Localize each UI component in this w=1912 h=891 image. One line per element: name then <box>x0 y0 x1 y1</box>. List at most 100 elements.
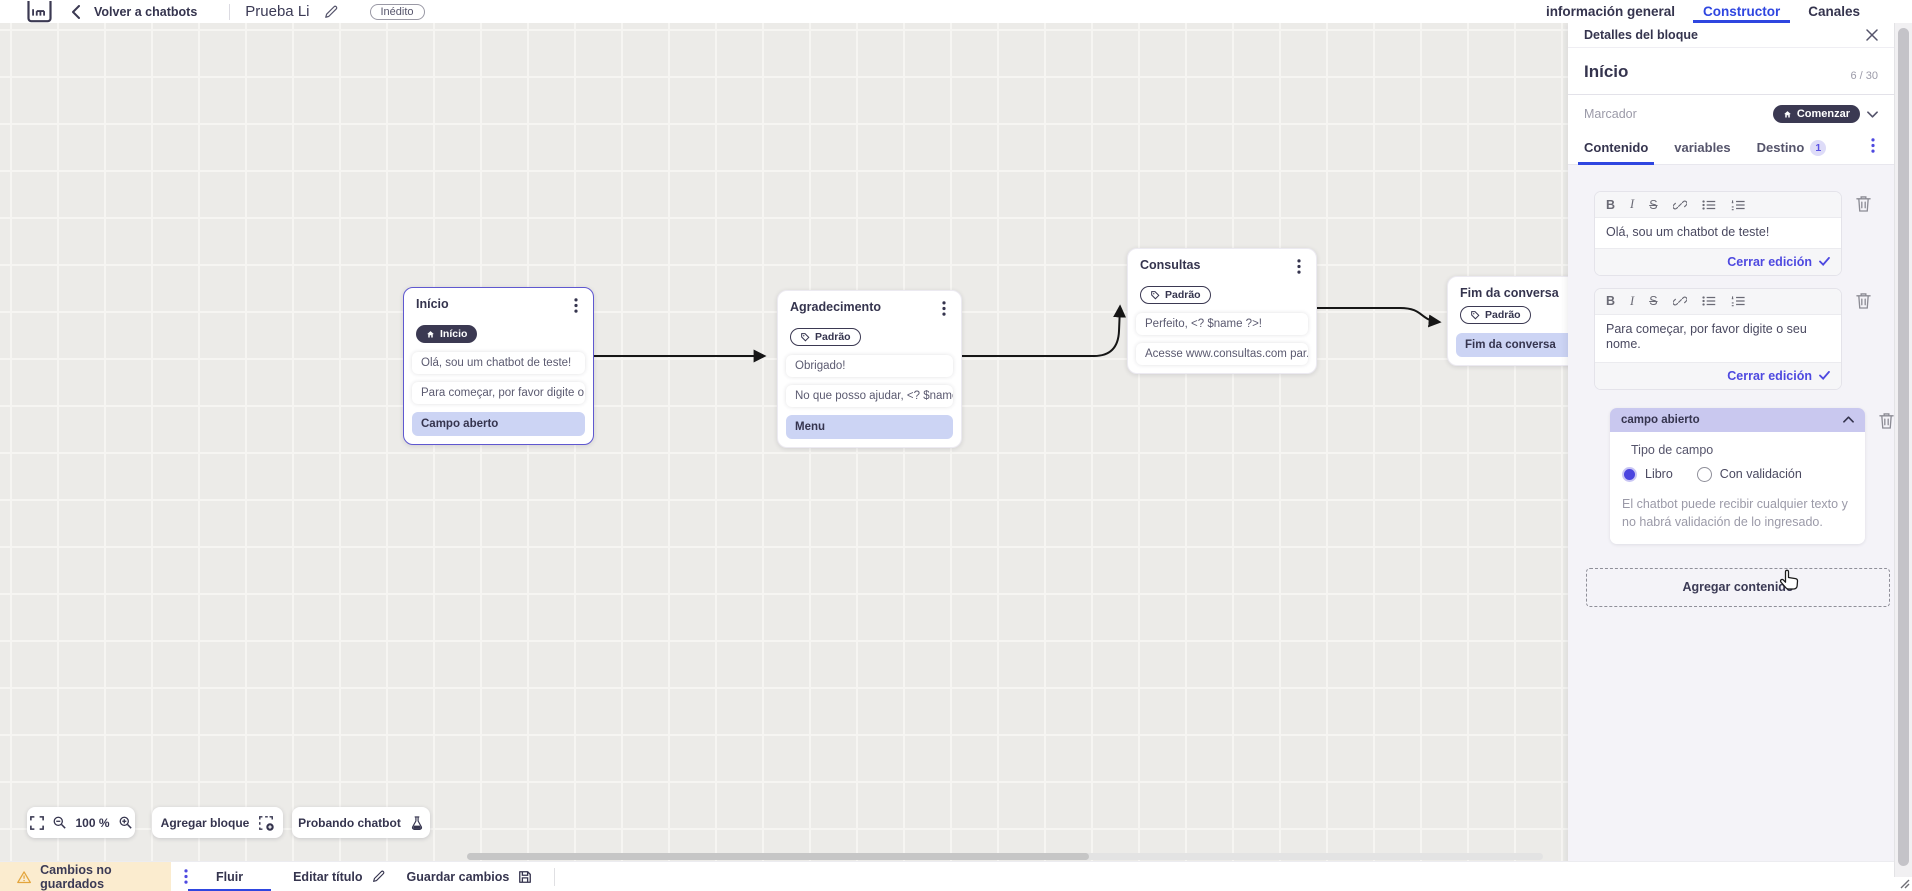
bullet-list-icon[interactable] <box>1701 295 1716 307</box>
save-icon <box>519 870 532 883</box>
app-logo-icon[interactable] <box>27 0 52 23</box>
node-row-message[interactable]: Acesse www.consultas.com par... <box>1136 343 1308 365</box>
bold-icon[interactable]: B <box>1606 197 1616 212</box>
tab-fluir[interactable]: Fluir <box>188 862 272 891</box>
close-icon[interactable] <box>1866 29 1878 41</box>
italic-icon[interactable]: I <box>1630 293 1635 308</box>
node-row-message[interactable]: No que posso ajudar, <? $name ... <box>786 385 953 407</box>
tab-informacion-general[interactable]: información general <box>1545 4 1675 19</box>
test-chatbot-button[interactable]: Probando chatbot <box>292 807 430 838</box>
node-row-message[interactable]: Perfeito, <? $name ?>! <box>1136 313 1308 335</box>
italic-icon[interactable]: I <box>1630 197 1635 211</box>
node-row-menu[interactable]: Menu <box>786 415 953 439</box>
close-edit-link[interactable]: Cerrar edición <box>1727 254 1812 269</box>
delete-content-icon[interactable] <box>1856 292 1871 314</box>
node-menu-icon[interactable] <box>939 300 949 322</box>
panel-title: Detalles del bloque <box>1584 28 1698 42</box>
zoom-in-icon[interactable] <box>119 816 132 829</box>
fit-screen-icon[interactable] <box>30 815 45 830</box>
flow-canvas[interactable]: Início Início Olá, sou um chatbot de tes… <box>0 23 1568 861</box>
message-text-input[interactable]: Olá, sou um chatbot de teste! <box>1595 218 1841 248</box>
save-changes-button[interactable]: Guardar cambios <box>407 870 533 884</box>
link-icon[interactable] <box>1672 198 1687 212</box>
text-editor-block[interactable]: B I S Para começar, por favor di <box>1594 287 1842 390</box>
node-title: Fim da conversa <box>1460 286 1559 300</box>
marker-label: Marcador <box>1584 107 1637 121</box>
bold-icon[interactable]: B <box>1606 294 1616 309</box>
test-chatbot-label: Probando chatbot <box>298 815 401 830</box>
check-icon <box>1819 257 1830 267</box>
strikethrough-icon[interactable]: S <box>1649 197 1658 212</box>
tab-canales[interactable]: Canales <box>1808 4 1860 19</box>
numbered-list-icon[interactable] <box>1731 199 1745 211</box>
radio-con-validacion-label[interactable]: Con validación <box>1719 467 1802 482</box>
page-vertical-scrollbar[interactable] <box>1894 23 1912 877</box>
add-block-button[interactable]: Agregar bloque <box>152 807 283 838</box>
check-icon <box>1819 371 1830 381</box>
tab-variables[interactable]: variables <box>1674 140 1731 155</box>
node-row-message[interactable]: Obrigado! <box>786 355 953 377</box>
flow-node-inicio[interactable]: Início Início Olá, sou um chatbot de tes… <box>403 287 594 445</box>
node-row-message[interactable]: Para começar, por favor digite o ... <box>412 381 585 404</box>
link-icon[interactable] <box>1672 294 1687 308</box>
text-editor-block[interactable]: B I S Olá, sou um chatbot de tes <box>1594 191 1842 276</box>
add-block-label: Agregar bloque <box>160 815 250 830</box>
tab-destino[interactable]: Destino 1 <box>1757 131 1827 165</box>
radio-libro-label[interactable]: Libro <box>1645 467 1673 482</box>
flow-menu-icon[interactable] <box>184 869 188 884</box>
chevron-down-icon[interactable] <box>1867 110 1878 118</box>
edit-title-pencil-icon[interactable] <box>324 5 338 19</box>
bullet-list-icon[interactable] <box>1701 199 1716 211</box>
canvas-horizontal-scrollbar[interactable] <box>467 853 1543 860</box>
node-menu-icon[interactable] <box>1294 258 1304 280</box>
message-text-input[interactable]: Para começar, por favor digite o seu nom… <box>1595 314 1841 362</box>
editor-toolbar: B I S <box>1595 192 1841 218</box>
node-row-message[interactable]: Olá, sou um chatbot de teste! <box>412 351 585 374</box>
node-menu-icon[interactable] <box>571 297 581 319</box>
open-field-header[interactable]: campo abierto <box>1610 407 1865 432</box>
back-chevron-icon[interactable] <box>72 4 80 19</box>
flow-node-fim[interactable]: Fim da conversa Padrão Fim da conversa <box>1447 276 1568 366</box>
default-badge: Padrão <box>1460 306 1531 324</box>
topbar: Volver a chatbots Prueba Li Inédito info… <box>0 0 1912 23</box>
radio-libro[interactable] <box>1622 466 1637 482</box>
scrollbar-thumb[interactable] <box>1898 28 1909 866</box>
tab-contenido[interactable]: Contenido <box>1577 131 1655 165</box>
radio-con-validacion[interactable] <box>1696 466 1712 482</box>
close-edit-link[interactable]: Cerrar edición <box>1727 368 1812 383</box>
back-to-chatbots-link[interactable]: Volver a chatbots <box>94 4 198 19</box>
add-content-button[interactable]: Agregar contenido <box>1586 567 1890 607</box>
unsaved-changes-banner: Cambios no guardados <box>0 861 171 891</box>
node-row-end[interactable]: Fim da conversa <box>1456 333 1568 357</box>
node-title: Início <box>416 297 449 311</box>
default-badge: Padrão <box>790 328 861 346</box>
topbar-divider <box>229 3 231 20</box>
flow-node-agradecimento[interactable]: Agradecimento Padrão Obrigado! No que po… <box>777 290 962 448</box>
flow-node-consultas[interactable]: Consultas Padrão Perfeito, <? $name ?>! … <box>1127 248 1317 374</box>
unsaved-label: Cambios no guardados <box>40 862 112 891</box>
delete-content-icon[interactable] <box>1879 412 1894 434</box>
numbered-list-icon[interactable] <box>1731 295 1745 307</box>
scrollbar-thumb[interactable] <box>467 853 1089 860</box>
zoom-out-icon[interactable] <box>53 816 67 829</box>
node-title: Consultas <box>1140 258 1201 272</box>
block-details-panel: Detalles del bloque Início 6 / 30 Marcad… <box>1568 23 1894 874</box>
edit-title-button[interactable]: Editar título <box>293 870 384 884</box>
field-type-label: Tipo de campo <box>1631 442 1714 457</box>
tag-icon <box>1471 311 1480 320</box>
zoom-level: 100 % <box>75 815 110 830</box>
add-block-icon <box>258 815 275 831</box>
editor-toolbar: B I S <box>1595 288 1841 315</box>
marker-value-chip[interactable]: Comenzar <box>1772 105 1860 123</box>
chevron-up-icon[interactable] <box>1843 416 1854 423</box>
field-description: El chatbot puede recibir cualquier texto… <box>1622 496 1848 529</box>
delete-content-icon[interactable] <box>1856 195 1871 217</box>
char-counter: 6 / 30 <box>1850 70 1878 82</box>
panel-menu-icon[interactable] <box>1868 137 1878 159</box>
strikethrough-icon[interactable]: S <box>1649 294 1658 309</box>
tab-constructor[interactable]: Constructor <box>1692 0 1791 23</box>
block-name-input[interactable]: Início <box>1584 62 1629 81</box>
node-row-open-field[interactable]: Campo aberto <box>412 411 585 436</box>
start-badge: Início <box>416 325 478 343</box>
